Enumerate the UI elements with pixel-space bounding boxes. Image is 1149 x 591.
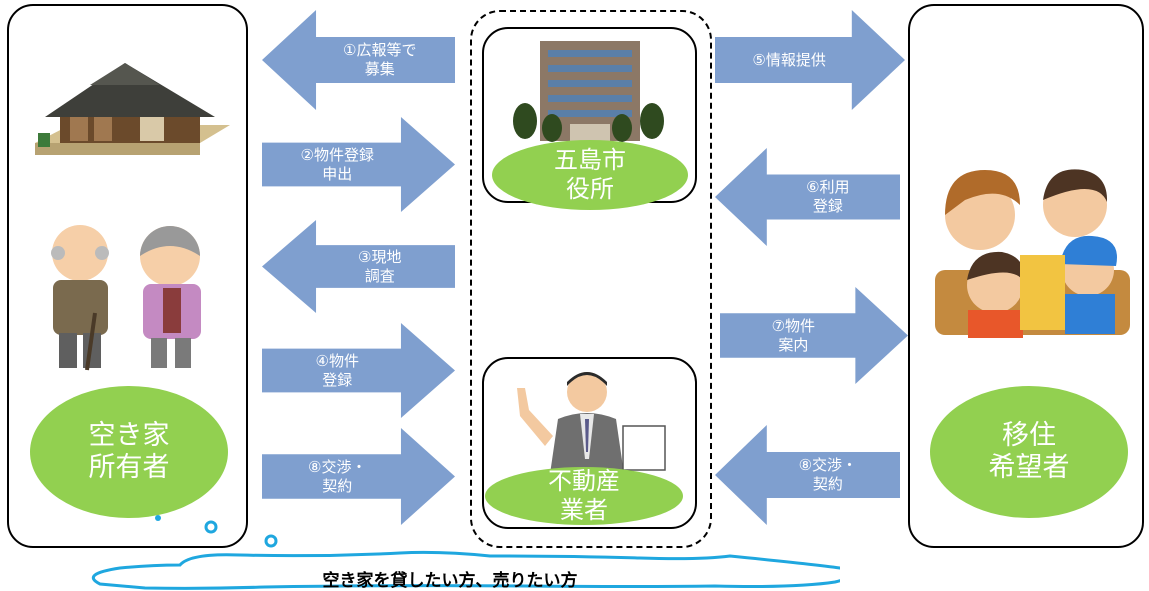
arrow-8-label: ⑦物件 案内 [771,316,816,354]
arrow-4-label: ④物件 登録 [315,351,359,389]
city-office-ellipse: 五島市 役所 [492,140,688,210]
agent-label: 不動産 業者 [548,467,620,524]
city-office-label: 五島市 役所 [554,146,626,203]
cloud-outline [91,550,840,590]
arrow-5-negotiate-left: ⑧交渉・ 契約 [262,428,455,525]
arrow-1-label: ①広報等で 募集 [343,41,417,78]
building-icon [513,41,664,142]
agent-ellipse: 不動産 業者 [485,467,683,525]
arrow-5-label: ⑧交渉・ 契約 [308,457,367,495]
elderly-couple-icon [51,225,201,371]
arrow-2-register-request: ②物件登録 申出 [262,117,455,212]
arrow-7-use-register: ⑥利用 登録 [715,148,900,246]
businessman-icon [517,372,666,474]
family-icon [935,169,1130,338]
house-icon [35,63,230,155]
applicant-label: 移住 希望者 [988,419,1070,483]
arrow-6-label: ⑤情報提供 [752,50,826,69]
owner-label: 空き家 所有者 [88,419,170,483]
arrow-9-negotiate-right: ⑧交渉・ 契約 [715,425,900,525]
center-group [470,10,712,548]
arrow-3-survey: ③現地 調査 [262,220,455,313]
caption: 空き家を貸したい方、売りたい方 [322,571,578,591]
arrow-2-label: ②物件登録 申出 [300,145,374,183]
owner-ellipse: 空き家 所有者 [30,386,228,518]
arrow-9-label: ⑧交渉・ 契約 [798,456,858,493]
arrow-3-label: ③現地 調査 [358,247,402,285]
applicant-ellipse: 移住 希望者 [930,386,1128,518]
arrow-8-guide: ⑦物件 案内 [720,287,908,384]
arrow-1-recruit: ①広報等で 募集 [262,10,455,110]
owner-dots [155,515,278,548]
arrow-7-label: ⑥利用 登録 [806,178,850,215]
arrow-4-register: ④物件 登録 [262,323,455,418]
arrow-6-info: ⑤情報提供 [715,10,905,110]
